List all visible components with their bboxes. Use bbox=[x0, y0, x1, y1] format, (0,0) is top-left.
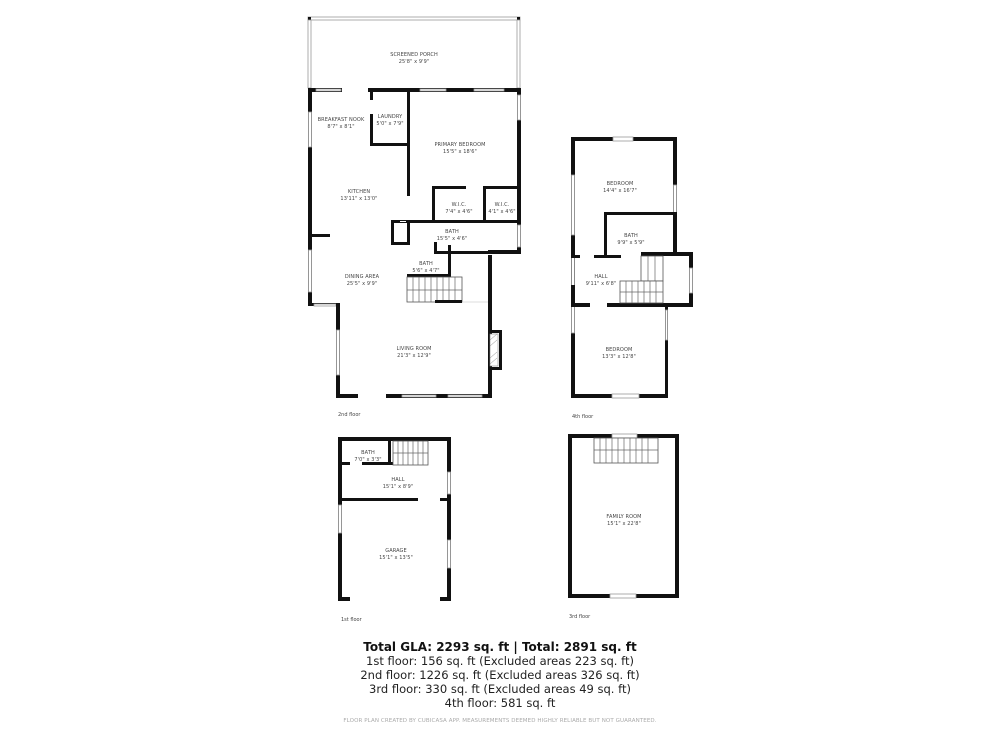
room-name: BATH bbox=[361, 450, 375, 456]
room-name: W.I.C. bbox=[494, 202, 510, 208]
room-dimensions: 5'0" x 7'9" bbox=[376, 121, 404, 127]
room-bath-large: BATH 15'5" x 4'6" bbox=[437, 229, 468, 243]
room-kitchen: KITCHEN 13'11" x 13'0" bbox=[340, 189, 377, 203]
room-wic-2: W.I.C. 4'1" x 4'6" bbox=[488, 202, 515, 216]
floor-label-2nd: 2nd floor bbox=[338, 412, 361, 418]
room-family-room: FAMILY ROOM 15'1" x 22'8" bbox=[606, 514, 641, 528]
room-name: BATH bbox=[445, 229, 459, 235]
room-living-room: LIVING ROOM 21'3" x 12'9" bbox=[396, 346, 431, 360]
room-name: LAUNDRY bbox=[377, 114, 403, 120]
room-name: LIVING ROOM bbox=[396, 346, 432, 352]
room-dimensions: 13'11" x 13'0" bbox=[340, 196, 378, 202]
third-floor-plan bbox=[568, 433, 679, 599]
room-name: BEDROOM bbox=[605, 347, 633, 353]
room-dimensions: 9'9" x 5'9" bbox=[617, 240, 645, 246]
room-dimensions: 14'4" x 16'7" bbox=[603, 188, 637, 194]
room-primary-bedroom: PRIMARY BEDROOM 15'5" x 18'6" bbox=[434, 142, 485, 156]
floor-label-3rd: 3rd floor bbox=[569, 614, 591, 620]
room-name: HALL bbox=[594, 274, 608, 280]
room-name: SCREENED PORCH bbox=[390, 52, 438, 58]
room-name: DINING AREA bbox=[344, 274, 380, 280]
room-name: BATH bbox=[624, 233, 638, 239]
room-dimensions: 15'5" x 18'6" bbox=[443, 149, 477, 155]
room-dimensions: 13'3" x 12'8" bbox=[602, 354, 636, 360]
room-name: PRIMARY BEDROOM bbox=[434, 142, 486, 148]
room-dimensions: 15'1" x 22'8" bbox=[607, 521, 641, 527]
room-dimensions: 25'8" x 9'9" bbox=[398, 59, 430, 65]
room-dimensions: 8'7" x 8'1" bbox=[327, 124, 355, 130]
room-dimensions: 9'11" x 6'8" bbox=[585, 281, 617, 287]
first-floor-plan bbox=[338, 437, 451, 601]
room-garage: GARAGE 15'1" x 13'5" bbox=[379, 548, 413, 562]
summary-line-3rd-floor: 3rd floor: 330 sq. ft (Excluded areas 49… bbox=[369, 682, 631, 696]
room-dimensions: 21'3" x 12'9" bbox=[397, 353, 431, 359]
room-dimensions: 15'1" x 13'5" bbox=[379, 555, 413, 561]
room-bedroom-upper: BEDROOM 14'4" x 16'7" bbox=[603, 181, 637, 195]
room-bath-4th: BATH 9'9" x 5'9" bbox=[617, 233, 644, 247]
room-name: BREAKFAST NOOK bbox=[317, 117, 365, 123]
room-hall-1st: HALL 15'1" x 8'9" bbox=[383, 477, 414, 491]
room-name: BATH bbox=[419, 261, 433, 267]
room-hall-4th: HALL 9'11" x 6'8" bbox=[586, 274, 617, 288]
room-dimensions: 15'1" x 8'9" bbox=[382, 484, 414, 490]
room-name: BEDROOM bbox=[606, 181, 634, 187]
room-name: KITCHEN bbox=[347, 189, 371, 195]
room-breakfast-nook: BREAKFAST NOOK 8'7" x 8'1" bbox=[318, 117, 365, 131]
room-dimensions: 7'4" x 4'6" bbox=[445, 209, 473, 215]
room-wic-1: W.I.C. 7'4" x 4'6" bbox=[445, 202, 472, 216]
fourth-floor-plan bbox=[571, 136, 693, 399]
summary-line-4th-floor: 4th floor: 581 sq. ft bbox=[444, 696, 556, 710]
room-name: HALL bbox=[391, 477, 405, 483]
summary-line-2nd-floor: 2nd floor: 1226 sq. ft (Excluded areas 3… bbox=[360, 668, 640, 682]
floor-label-4th: 4th floor bbox=[572, 414, 594, 420]
second-floor-plan bbox=[307, 16, 521, 398]
room-screened-porch: SCREENED PORCH 25'8" x 9'9" bbox=[390, 52, 438, 66]
room-bath-1st: BATH 7'0" x 3'3" bbox=[354, 450, 381, 464]
room-dimensions: 25'5" x 9'9" bbox=[346, 281, 378, 287]
summary-line-1st-floor: 1st floor: 156 sq. ft (Excluded areas 22… bbox=[366, 654, 634, 668]
disclaimer-text: FLOOR PLAN CREATED BY CUBICASA APP. MEAS… bbox=[343, 718, 657, 724]
room-bath-small: BATH 5'6" x 4'7" bbox=[412, 261, 439, 275]
floor-label-1st: 1st floor bbox=[341, 617, 362, 623]
room-dimensions: 5'6" x 4'7" bbox=[412, 268, 440, 274]
room-name: W.I.C. bbox=[451, 202, 467, 208]
room-name: GARAGE bbox=[385, 548, 407, 554]
room-dimensions: 15'5" x 4'6" bbox=[436, 236, 468, 242]
total-area-heading: Total GLA: 2293 sq. ft | Total: 2891 sq.… bbox=[363, 640, 637, 654]
room-dimensions: 7'0" x 3'3" bbox=[354, 457, 382, 463]
room-laundry: LAUNDRY 5'0" x 7'9" bbox=[376, 114, 403, 128]
area-summary: Total GLA: 2293 sq. ft | Total: 2891 sq.… bbox=[0, 640, 1000, 724]
room-name: FAMILY ROOM bbox=[606, 514, 642, 520]
room-dining-area: DINING AREA 25'5" x 9'9" bbox=[345, 274, 379, 288]
room-dimensions: 4'1" x 4'6" bbox=[488, 209, 516, 215]
room-bedroom-lower: BEDROOM 13'3" x 12'8" bbox=[602, 347, 636, 361]
